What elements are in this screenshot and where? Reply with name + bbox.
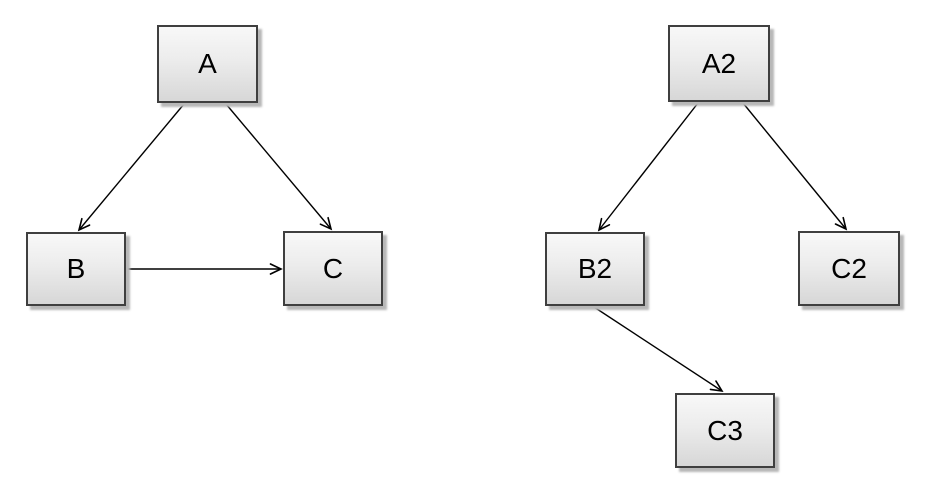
edges-group bbox=[77, 102, 848, 393]
node-B2[interactable]: B2 bbox=[545, 232, 645, 306]
edge-B2-to-C3 bbox=[593, 306, 724, 393]
node-label: C3 bbox=[707, 414, 743, 446]
node-C3[interactable]: C3 bbox=[675, 393, 775, 468]
node-label: A bbox=[198, 48, 217, 79]
node-label: B2 bbox=[577, 253, 613, 284]
node-label: C2 bbox=[831, 252, 867, 284]
node-label: C bbox=[322, 252, 344, 284]
node-C2[interactable]: C2 bbox=[798, 231, 900, 306]
edge-A2-to-B2 bbox=[597, 102, 699, 232]
node-A[interactable]: A bbox=[157, 25, 258, 103]
edge-A-to-B bbox=[77, 103, 185, 232]
edge-A-to-C bbox=[225, 103, 333, 231]
edge-A2-to-C2 bbox=[742, 102, 848, 231]
node-label: B bbox=[66, 253, 86, 284]
node-B[interactable]: B bbox=[26, 232, 126, 306]
node-A2[interactable]: A2 bbox=[668, 25, 770, 102]
node-label: A2 bbox=[701, 47, 737, 79]
node-C[interactable]: C bbox=[283, 231, 383, 306]
